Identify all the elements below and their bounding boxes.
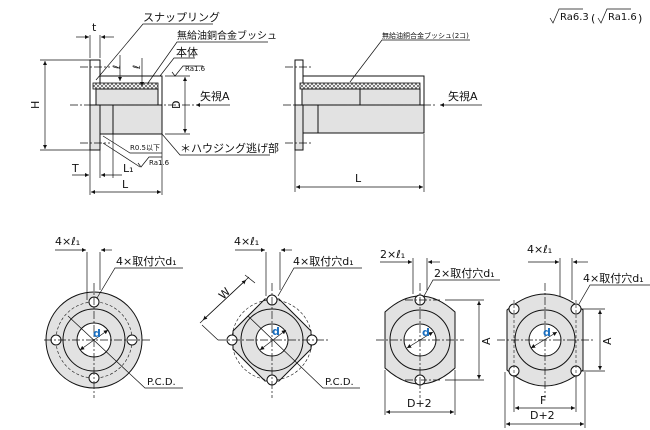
label-snap-ring: スナップリング	[143, 10, 220, 24]
dim-pitch-2: 4×ℓ₁	[234, 235, 259, 248]
dim-A-3: A	[480, 337, 493, 345]
dim-bore-d-3: d	[422, 326, 430, 339]
dim-F: F	[540, 394, 546, 407]
roughness-alt: Ra1.6	[608, 12, 637, 23]
dim-L-long: L	[355, 172, 362, 185]
dim-width-W: W	[216, 285, 233, 302]
dim-bore-d-1: d	[93, 327, 101, 340]
front-view-four-hole-flange: d 4×ℓ₁ 4×取付穴d₁ A F D+2	[497, 243, 650, 428]
dim-l-b: ℓ	[132, 65, 143, 69]
dim-l-a: ℓ	[112, 65, 123, 69]
surface-roughness-legend: Ra6.3 ( Ra1.6 )	[549, 8, 642, 25]
label-bushing-2pcs: 無給油銅合金ブッシュ(2コ)	[382, 31, 469, 40]
front-view-square-flange: d 4×ℓ₁ 4×取付穴d₁ W P.C.D.	[199, 235, 362, 398]
dim-T: T	[71, 162, 79, 175]
dim-pitch-1: 4×ℓ₁	[55, 235, 80, 248]
label-pcd-2: P.C.D.	[325, 377, 354, 388]
paren-open: (	[591, 12, 595, 25]
label-holes-3: 2×取付穴d₁	[434, 266, 495, 280]
label-radius-note: R0.5以下	[130, 144, 160, 152]
roughness-ra-small-1: Ra1.6	[185, 65, 206, 73]
dim-width-3: D+2	[407, 397, 432, 410]
dim-L: L	[122, 178, 129, 191]
label-view-a-2: 矢視A	[448, 89, 478, 103]
label-bushing: 無給油銅合金ブッシュ	[177, 29, 277, 42]
dim-pitch-4: 4×ℓ₁	[527, 243, 552, 256]
dim-t: t	[92, 21, 97, 34]
dim-L1: L₁	[123, 162, 134, 175]
roughness-ra-small-2: Ra1.6	[149, 159, 170, 167]
label-housing-relief: ＊ハウジング逃げ部	[180, 141, 279, 155]
side-section-view: H D t ℓ ℓ スナップリング 無給油銅合金ブッシュ 本体 Ra1.6 矢視…	[29, 10, 279, 195]
label-body: 本体	[176, 45, 198, 59]
label-view-a: 矢視A	[200, 89, 230, 103]
dim-bore-d-2: d	[272, 325, 280, 338]
dim-pitch-3: 2×ℓ₁	[380, 248, 405, 261]
dim-A-4: A	[601, 337, 614, 345]
dim-H: H	[29, 101, 42, 109]
label-holes-4: 4×取付穴d₁	[583, 271, 644, 285]
paren-close: )	[638, 12, 642, 25]
front-view-two-hole-flange: d 2×ℓ₁ 2×取付穴d₁ A D+2	[376, 248, 500, 415]
dim-width-4: D+2	[530, 409, 555, 422]
dim-bore-d-4: d	[543, 326, 551, 339]
bushing-hatch	[92, 82, 159, 90]
front-view-round-flange: d 4×ℓ₁ 4×取付穴d₁ P.C.D.	[44, 235, 183, 398]
label-holes-1: 4×取付穴d₁	[116, 254, 177, 268]
label-pcd-1: P.C.D.	[147, 377, 176, 388]
label-holes-2: 4×取付穴d₁	[293, 254, 354, 268]
roughness-main: Ra6.3	[560, 12, 589, 23]
long-section-view: 無給油銅合金ブッシュ(2コ) 矢視A L	[283, 31, 482, 192]
dim-D: D	[170, 101, 183, 109]
